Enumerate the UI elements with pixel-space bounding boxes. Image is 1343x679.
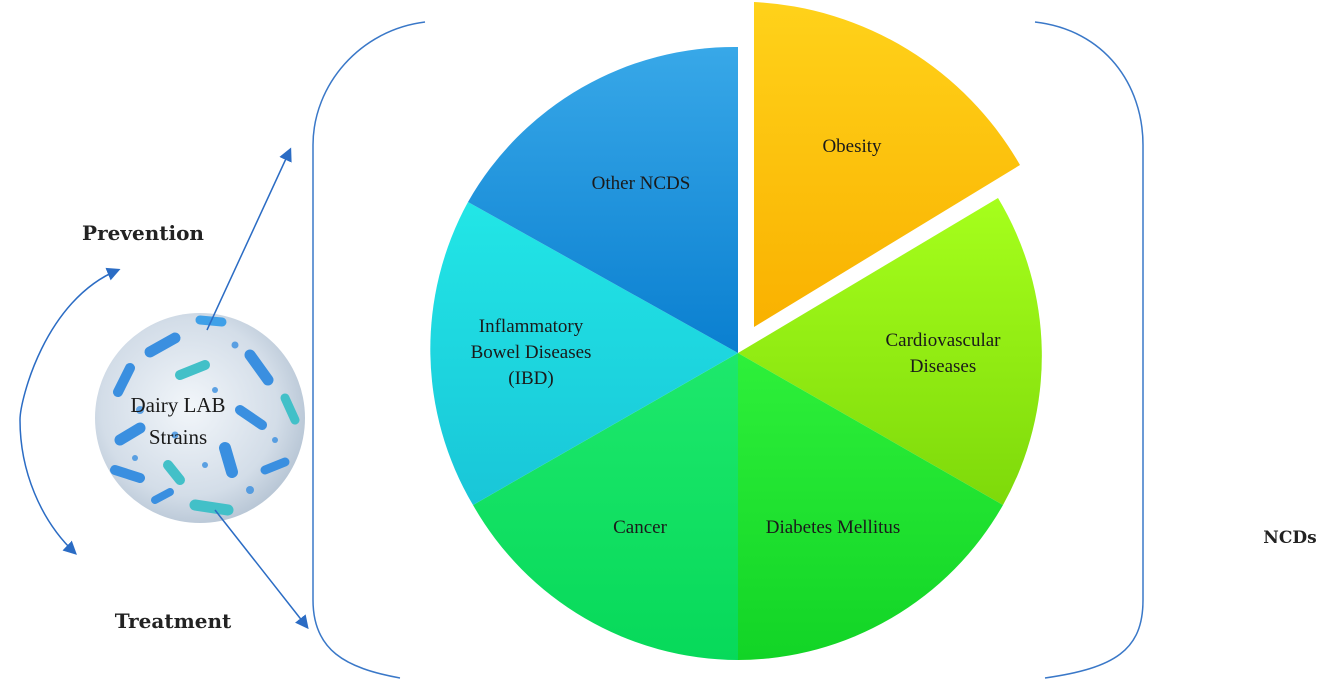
label-obesity: Obesity xyxy=(822,136,882,157)
pie-segment-obesity xyxy=(754,2,1020,327)
label-other-ncds: Other NCDS xyxy=(592,173,691,194)
label-diabetes: Diabetes Mellitus xyxy=(766,517,901,538)
bacteria-label-line2: Strains xyxy=(149,425,207,449)
label-treatment: Treatment xyxy=(115,609,232,633)
label-cancer: Cancer xyxy=(613,517,667,538)
label-cardiovascular-line2: Diseases xyxy=(910,356,976,377)
bacteria-sphere-image xyxy=(95,313,305,523)
pie-segment-ibd xyxy=(430,202,738,505)
right-bracket xyxy=(1034,21,1144,679)
label-prevention: Prevention xyxy=(82,221,204,245)
pie-segment-other xyxy=(468,46,738,353)
label-ibd-line2: Bowel Diseases xyxy=(471,342,592,363)
label-ncds: NCDs xyxy=(1263,528,1316,548)
left-bracket xyxy=(312,21,426,679)
pie-segment-diabetes xyxy=(738,353,1003,660)
curved-arrow-cycle xyxy=(19,267,121,555)
label-ibd-line1: Inflammatory xyxy=(479,316,584,337)
arrow-to-ncds-bottom xyxy=(214,509,309,630)
pie-segment-cancer xyxy=(473,353,738,660)
bacteria-label-line1: Dairy LAB xyxy=(130,393,225,417)
pie-segment-cardiovascular xyxy=(738,198,1042,505)
label-cardiovascular-line1: Cardiovascular xyxy=(885,330,1001,351)
label-ibd-line3: (IBD) xyxy=(508,368,553,389)
arrow-to-ncds-top xyxy=(206,147,292,331)
